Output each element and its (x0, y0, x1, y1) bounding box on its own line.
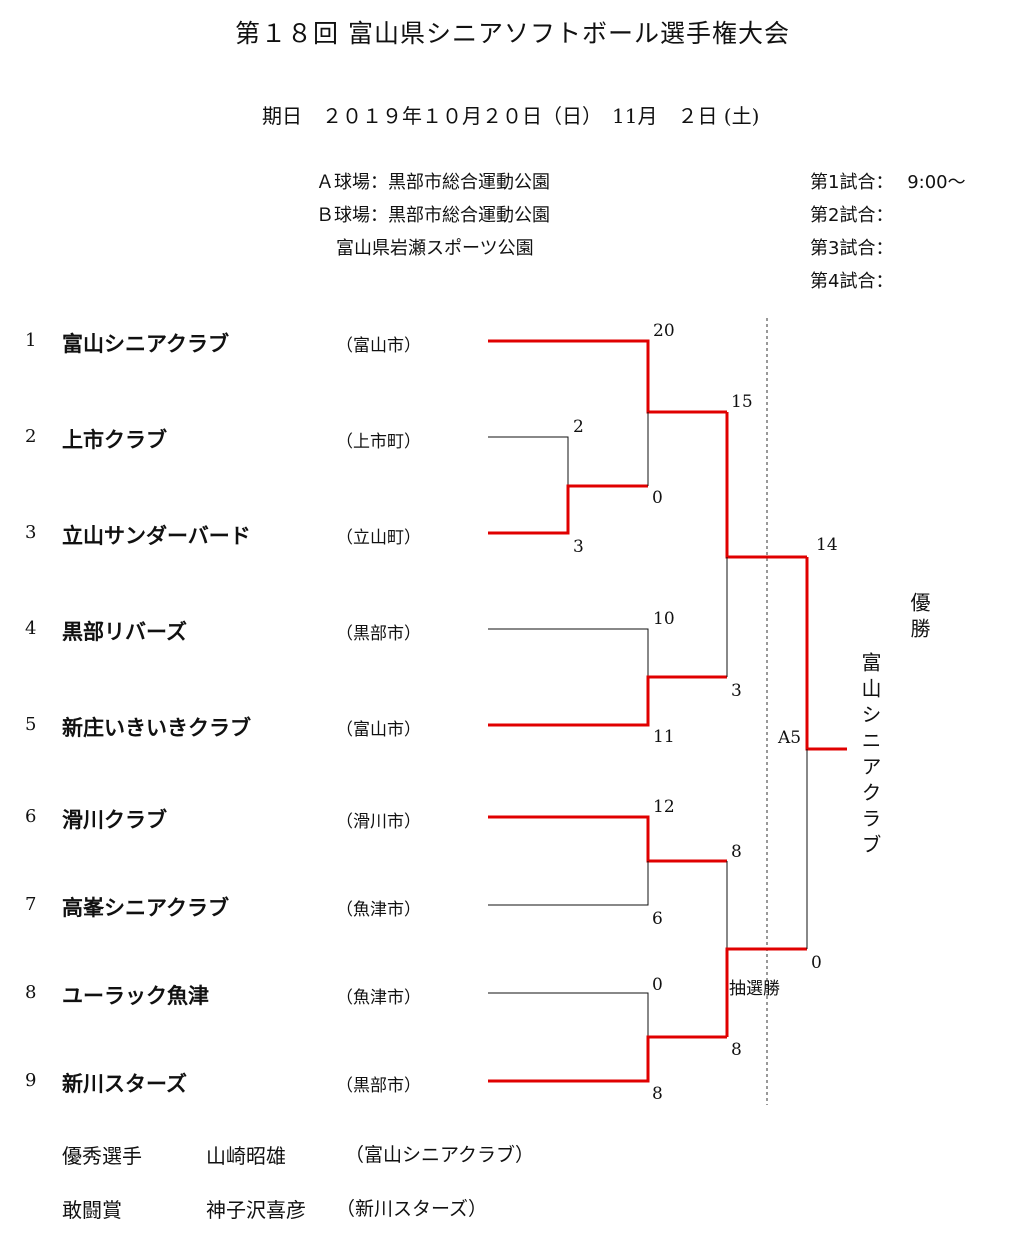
team-name: 黒部リバーズ (62, 620, 187, 644)
venue-b: Ｂ球場：黒部市総合運動公園 (316, 205, 550, 226)
team-number: 1 (25, 330, 37, 351)
bracket-line-winner (488, 484, 648, 535)
court-label: A5 (778, 728, 802, 748)
bracket-line-winner (488, 675, 727, 727)
score: 14 (816, 535, 838, 555)
score: 3 (573, 537, 584, 557)
team-city: （富山市） (336, 336, 421, 356)
score: 12 (653, 797, 675, 817)
score: 6 (652, 909, 663, 929)
schedule-label: 第3試合： (810, 238, 894, 259)
team-city: （魚津市） (336, 988, 421, 1008)
bracket-line-loser (488, 436, 569, 486)
schedule-label: 第2試合： (810, 205, 894, 226)
award-player: 神子沢喜彦 (206, 1198, 306, 1222)
award-team: （新川スターズ） (336, 1198, 488, 1220)
bracket-line-winner (488, 815, 727, 863)
bracket-line-winner (725, 947, 807, 1037)
champion-team: 富山シニアクラブ (858, 652, 882, 860)
team-number: 7 (25, 894, 37, 915)
schedule-label: 第1試合： (810, 172, 894, 193)
team-number: 5 (25, 714, 37, 735)
team-city: （上市町） (336, 432, 421, 452)
score: 10 (653, 609, 675, 629)
bracket-line-winner (805, 557, 847, 751)
team-city: （黒部市） (336, 624, 421, 644)
team-name: 新庄いきいきクラブ (62, 716, 251, 740)
team-number: 8 (25, 982, 37, 1003)
bracket-line-loser (488, 992, 649, 1037)
team-city: （立山町） (336, 528, 421, 548)
lottery-win-note: 抽選勝 (729, 979, 780, 999)
score: 0 (652, 488, 663, 508)
team-name: ユーラック魚津 (62, 984, 209, 1008)
team-city: （魚津市） (336, 900, 421, 920)
schedule-label: 第4試合： (810, 271, 894, 292)
schedule-game-1: 第1試合： 9:00〜 (810, 168, 966, 194)
team-city: （黒部市） (336, 1076, 421, 1096)
schedule-game-4: 第4試合： (810, 267, 893, 293)
tournament-date: 期日 ２０１９年１０月２０日（日） 11月 ２日 (土) (262, 104, 760, 128)
schedule-game-3: 第3試合： (810, 234, 893, 260)
score: 2 (573, 417, 584, 437)
bracket-line-loser (488, 861, 649, 906)
score: 8 (731, 842, 742, 862)
score: 0 (652, 975, 663, 995)
bracket-line-loser (488, 628, 649, 677)
score: 3 (731, 681, 742, 701)
champion-label: 優勝 (907, 592, 931, 644)
team-city: （富山市） (336, 720, 421, 740)
bracket-line-winner (488, 1035, 727, 1083)
schedule-game-2: 第2試合： (810, 201, 893, 227)
award-title: 優秀選手 (62, 1144, 142, 1168)
team-number: 3 (25, 522, 37, 543)
team-number: 4 (25, 618, 37, 639)
page-title: 第１８回 富山県シニアソフトボール選手権大会 (235, 19, 790, 48)
venue-a: Ａ球場：黒部市総合運動公園 (316, 172, 550, 193)
team-name: 立山サンダーバード (62, 524, 251, 548)
team-name: 富山シニアクラブ (62, 332, 229, 356)
venue-c: 富山県岩瀬スポーツ公園 (336, 238, 534, 259)
score: 11 (653, 727, 675, 747)
schedule-time: 9:00〜 (907, 172, 966, 193)
team-name: 新川スターズ (62, 1072, 187, 1096)
team-city: （滑川市） (336, 812, 421, 832)
award-title: 敢闘賞 (62, 1198, 122, 1222)
team-number: 2 (25, 426, 37, 447)
score: 15 (731, 392, 753, 412)
score: 20 (653, 321, 675, 341)
team-name: 滑川クラブ (62, 808, 167, 832)
award-player: 山崎昭雄 (206, 1144, 286, 1168)
team-number: 9 (25, 1070, 37, 1091)
award-team: （富山シニアクラブ） (345, 1144, 535, 1166)
bracket-line-winner (488, 339, 727, 414)
team-name: 上市クラブ (62, 428, 167, 452)
score: 8 (652, 1084, 663, 1104)
score: 8 (731, 1040, 742, 1060)
team-number: 6 (25, 806, 37, 827)
team-name: 高峯シニアクラブ (62, 896, 229, 920)
score: 0 (811, 953, 822, 973)
